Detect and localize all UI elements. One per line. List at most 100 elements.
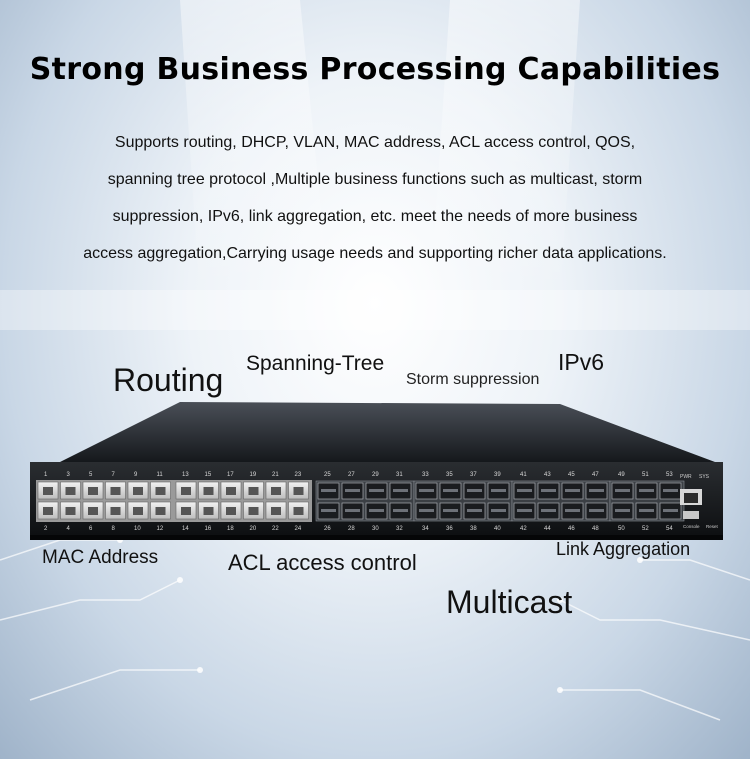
console-label: Console (683, 524, 700, 529)
sfp-port-slot (321, 509, 336, 512)
port-number-label: 32 (396, 526, 403, 532)
sfp-port-slot (541, 489, 556, 492)
description-line: suppression, IPv6, link aggregation, etc… (112, 208, 638, 225)
port-number-label: 29 (372, 472, 379, 478)
port-number-label: 25 (324, 472, 331, 478)
port-number-label: 13 (182, 472, 189, 478)
rj45-port-socket (181, 487, 191, 495)
rj45-port-block (36, 480, 312, 522)
rj45-port-socket (155, 487, 166, 495)
page-title: Strong Business Processing Capabilities (29, 52, 721, 87)
sfp-port-slot (615, 509, 630, 512)
sfp-port-slot (517, 489, 532, 492)
sfp-port-slot (321, 489, 336, 492)
port-number-label: 3 (67, 472, 71, 478)
rj45-port-socket (271, 487, 281, 495)
port-number-label: 37 (470, 472, 477, 478)
port-number-label: 31 (396, 472, 403, 478)
sfp-port-slot (639, 509, 654, 512)
sfp-port-slot (393, 509, 408, 512)
port-number-label: 1 (44, 472, 48, 478)
port-number-label: 42 (520, 526, 527, 532)
sfp-port-slot (565, 509, 580, 512)
rj45-port-socket (43, 507, 53, 515)
sfp-port-slot (663, 509, 678, 512)
port-number-label: 46 (568, 526, 575, 532)
sfp-port-slot (589, 489, 604, 492)
rj45-port-socket (65, 487, 76, 495)
port-number-label: 17 (227, 472, 234, 478)
port-number-label: 18 (227, 526, 234, 532)
rj45-port-socket (65, 507, 76, 515)
port-number-label: 41 (520, 472, 527, 478)
sfp-port-slot (565, 489, 580, 492)
port-number-label: 12 (157, 526, 164, 532)
feature-link-aggregation: Link Aggregation (556, 539, 691, 559)
description-line: Supports routing, DHCP, VLAN, MAC addres… (114, 134, 636, 151)
feature-mac-address: MAC Address (42, 547, 159, 568)
feature-routing: Routing (113, 362, 224, 398)
port-number-label: 15 (205, 472, 212, 478)
usb-port (683, 511, 699, 519)
sfp-port-slot (369, 489, 384, 492)
description: Supports routing, DHCP, VLAN, MAC addres… (20, 124, 730, 272)
port-number-label: 9 (134, 472, 138, 478)
port-number-label: 36 (446, 526, 453, 532)
sfp-port-slot (639, 489, 654, 492)
port-number-label: 30 (372, 526, 379, 532)
feature-multicast: Multicast (446, 584, 573, 620)
sfp-port-slot (541, 509, 556, 512)
rj45-port-socket (248, 507, 259, 515)
port-number-label: 54 (666, 526, 673, 532)
port-number-label: 27 (348, 472, 355, 478)
sfp-port-block (315, 480, 685, 522)
port-number-label: 21 (272, 472, 279, 478)
rj45-port-socket (203, 487, 214, 495)
sfp-port-slot (369, 509, 384, 512)
led-label: SYS (699, 474, 710, 480)
port-number-label: 26 (324, 526, 331, 532)
rj45-port-socket (110, 487, 121, 495)
port-number-label: 14 (182, 526, 189, 532)
port-number-label: 45 (568, 472, 575, 478)
sfp-port-slot (393, 489, 408, 492)
rj45-port-socket (43, 487, 53, 495)
rj45-port-socket (248, 487, 259, 495)
port-number-label: 49 (618, 472, 625, 478)
port-number-label: 53 (666, 472, 673, 478)
sfp-port-slot (443, 489, 458, 492)
sfp-port-slot (517, 509, 532, 512)
port-number-label: 52 (642, 526, 649, 532)
port-number-label: 19 (250, 472, 257, 478)
rj45-port-socket (155, 507, 166, 515)
port-number-label: 35 (446, 472, 453, 478)
switch-top-panel (60, 402, 715, 462)
port-number-label: 28 (348, 526, 355, 532)
rj45-port-socket (88, 487, 98, 495)
port-number-label: 34 (422, 526, 429, 532)
rj45-port-socket (293, 487, 304, 495)
port-labels: 1234567891011121314151617181920212223242… (44, 472, 673, 532)
port-number-label: 47 (592, 472, 599, 478)
reset-label: Reset (706, 524, 719, 529)
rj45-port-socket (226, 507, 236, 515)
port-number-label: 51 (642, 472, 649, 478)
sfp-port-slot (345, 509, 360, 512)
port-number-label: 48 (592, 526, 599, 532)
feature-spanning-tree: Spanning-Tree (246, 352, 385, 375)
feature-storm-suppression: Storm suppression (406, 371, 540, 388)
sfp-port-slot (419, 509, 434, 512)
port-number-label: 24 (295, 526, 302, 532)
port-number-label: 5 (89, 472, 93, 478)
feature-ipv6: IPv6 (558, 349, 605, 375)
rj45-port-socket (203, 507, 214, 515)
led-label: PWR (680, 474, 692, 480)
port-number-label: 39 (494, 472, 501, 478)
port-number-label: 16 (205, 526, 212, 532)
port-number-label: 40 (494, 526, 501, 532)
sfp-port-slot (491, 489, 506, 492)
port-number-label: 4 (67, 526, 71, 532)
sfp-port-slot (589, 509, 604, 512)
rj45-port-socket (133, 487, 143, 495)
rj45-port-socket (271, 507, 281, 515)
